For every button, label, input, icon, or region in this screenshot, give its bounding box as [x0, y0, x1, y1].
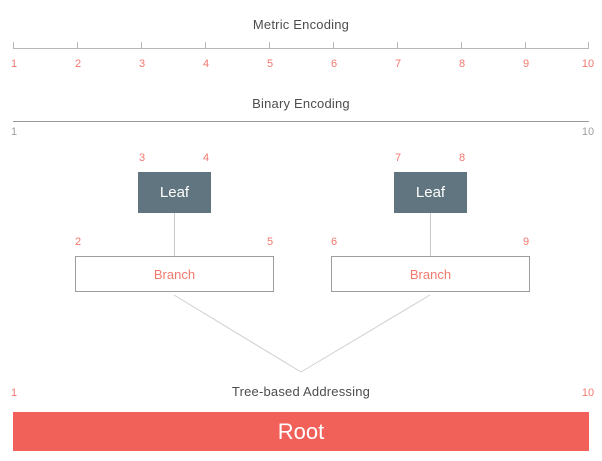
metric-tick-1: [13, 42, 14, 49]
metric-label-4: 4: [202, 58, 210, 70]
metric-label-7: 7: [394, 58, 402, 70]
binary-label-end: 10: [581, 126, 595, 138]
node-leaf-right[interactable]: Leaf: [394, 172, 467, 213]
edge-branch-left-to-root: [173, 294, 302, 373]
node-branch-left[interactable]: Branch: [75, 256, 274, 292]
metric-tick-9: [525, 42, 526, 49]
metric-tick-8: [461, 42, 462, 49]
metric-label-5: 5: [266, 58, 274, 70]
metric-label-9: 9: [522, 58, 530, 70]
root-end-label: 10: [581, 387, 595, 399]
metric-axis-line: [13, 48, 589, 49]
branch-left-start-label: 2: [74, 236, 82, 248]
leaf-right-start-label: 7: [394, 152, 402, 164]
node-branch-right[interactable]: Branch: [331, 256, 530, 292]
metric-tick-2: [77, 42, 78, 49]
connector-leaf-left-to-branch-left: [174, 213, 175, 256]
leaf-left-start-label: 3: [138, 152, 146, 164]
edge-branch-right-to-root: [300, 294, 431, 373]
metric-tick-7: [397, 42, 398, 49]
metric-tick-5: [269, 42, 270, 49]
binary-label-start: 1: [10, 126, 18, 138]
binary-axis-line: [13, 121, 589, 122]
metric-tick-6: [333, 42, 334, 49]
metric-encoding-title: Metric Encoding: [252, 17, 350, 32]
metric-tick-3: [141, 42, 142, 49]
connector-leaf-right-to-branch-right: [430, 213, 431, 256]
metric-label-10: 10: [581, 58, 595, 70]
metric-label-8: 8: [458, 58, 466, 70]
node-leaf-left[interactable]: Leaf: [138, 172, 211, 213]
metric-label-3: 3: [138, 58, 146, 70]
binary-encoding-title: Binary Encoding: [252, 96, 350, 111]
branch-left-end-label: 5: [266, 236, 274, 248]
metric-label-2: 2: [74, 58, 82, 70]
branch-right-end-label: 9: [522, 236, 530, 248]
tree-addressing-title: Tree-based Addressing: [231, 384, 371, 399]
leaf-right-end-label: 8: [458, 152, 466, 164]
branch-right-start-label: 6: [330, 236, 338, 248]
metric-label-1: 1: [10, 58, 18, 70]
node-root[interactable]: Root: [13, 412, 589, 451]
metric-tick-10: [588, 42, 589, 49]
metric-tick-4: [205, 42, 206, 49]
leaf-left-end-label: 4: [202, 152, 210, 164]
root-start-label: 1: [10, 387, 18, 399]
metric-label-6: 6: [330, 58, 338, 70]
